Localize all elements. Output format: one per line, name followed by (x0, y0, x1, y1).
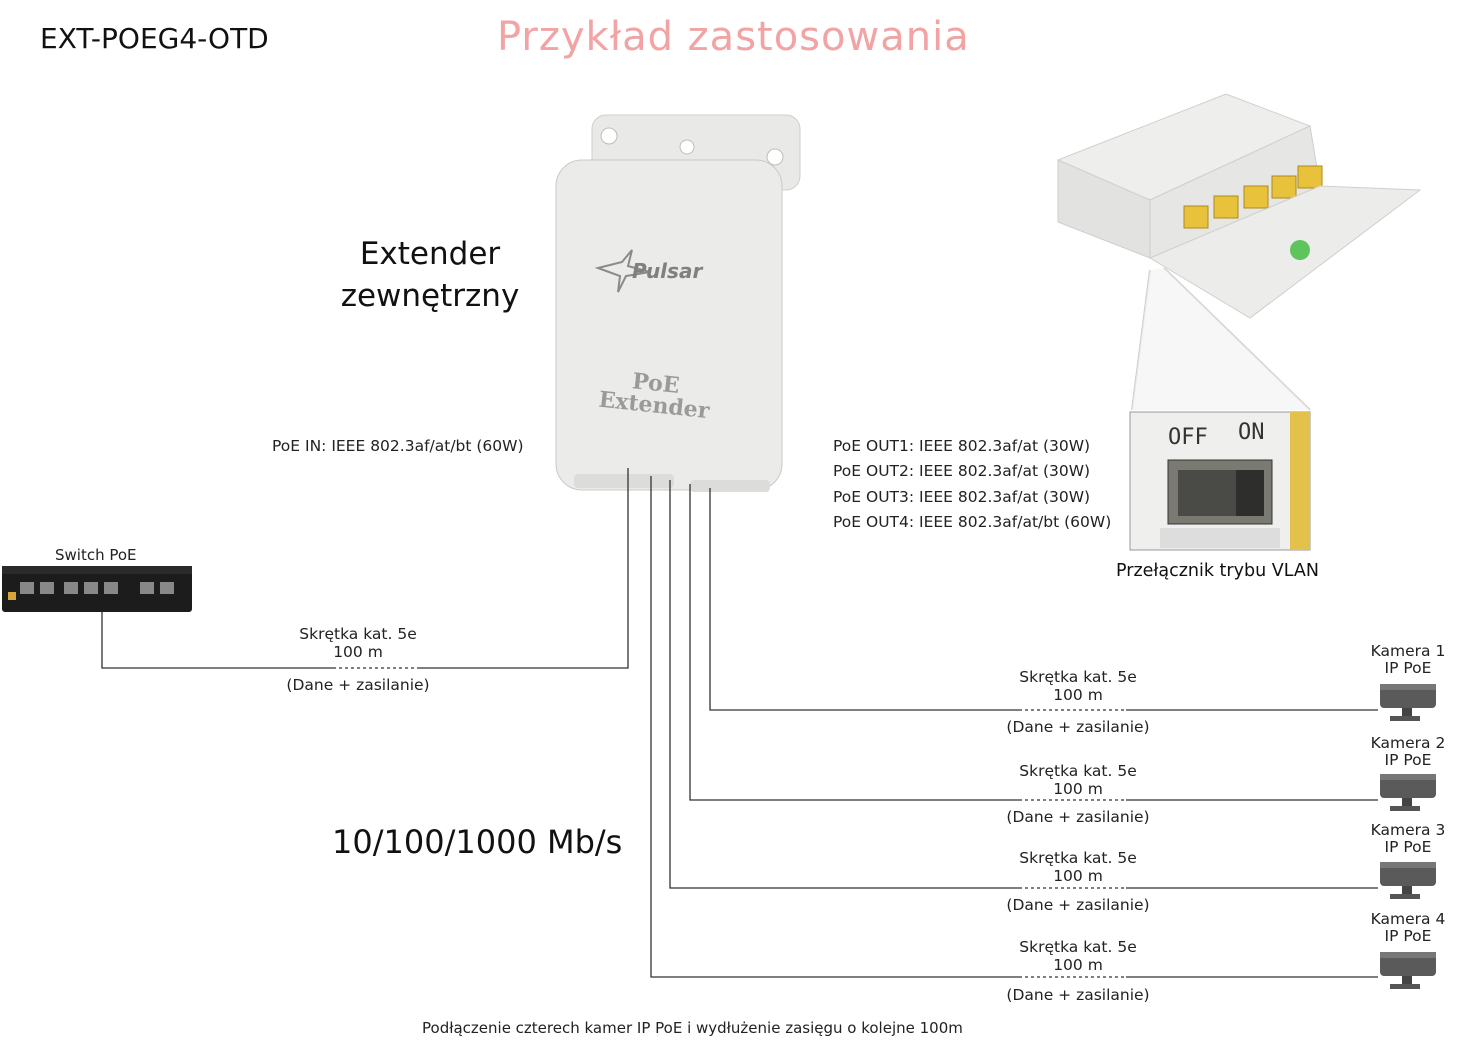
camera-3-label: Kamera 3 IP PoE (1363, 822, 1453, 856)
switch-device (2, 566, 192, 612)
camera-2-type: IP PoE (1384, 751, 1432, 769)
brand-logo: Pulsar (632, 259, 703, 283)
extender-label: Extender zewnętrzny (330, 233, 530, 317)
out3-cable-label: Skrętka kat. 5e 100 m (988, 849, 1168, 885)
camera-1-type: IP PoE (1384, 659, 1432, 677)
input-cable-length: 100 m (333, 643, 383, 661)
poe-out3-spec: PoE OUT3: IEEE 802.3af/at (30W) (833, 488, 1091, 506)
page-title: Przykład zastosowania (497, 14, 970, 60)
out4-cable-length: 100 m (1053, 956, 1103, 974)
camera-1-name: Kamera 1 (1370, 642, 1446, 660)
poe-out4-spec: PoE OUT4: IEEE 802.3af/at/bt (60W) (833, 513, 1112, 531)
camera-1-icon (1380, 684, 1436, 721)
out4-cable-type: Skrętka kat. 5e (1019, 938, 1137, 956)
camera-3-name: Kamera 3 (1370, 821, 1446, 839)
switch-label: Switch PoE (55, 546, 137, 564)
camera-2-icon (1380, 774, 1436, 811)
input-cable-label: Skrętka kat. 5e 100 m (268, 625, 448, 661)
out1-cable-length: 100 m (1053, 686, 1103, 704)
extender-ports-photo (1056, 93, 1422, 411)
wires (101, 468, 1378, 978)
model-name: EXT-POEG4-OTD (40, 22, 269, 55)
out4-cable-label: Skrętka kat. 5e 100 m (988, 938, 1168, 974)
extender-label-line1: Extender (359, 236, 501, 272)
camera-2-name: Kamera 2 (1370, 734, 1446, 752)
out2-cable-length: 100 m (1053, 780, 1103, 798)
camera-4-name: Kamera 4 (1370, 910, 1446, 928)
camera-3-type: IP PoE (1384, 838, 1432, 856)
camera-2-label: Kamera 2 IP PoE (1363, 735, 1453, 769)
poe-in-spec: PoE IN: IEEE 802.3af/at/bt (60W) (272, 437, 524, 455)
input-cable-type: Skrętka kat. 5e (299, 625, 417, 643)
out2-cable-note: (Dane + zasilanie) (1006, 808, 1150, 826)
input-cable-note: (Dane + zasilanie) (286, 676, 430, 694)
out3-cable-length: 100 m (1053, 867, 1103, 885)
vlan-on-label: ON (1238, 420, 1265, 445)
out4-wire (650, 476, 1378, 978)
camera-1-label: Kamera 1 IP PoE (1363, 643, 1453, 677)
input-wire (101, 468, 629, 669)
footer-caption: Podłączenie czterech kamer IP PoE i wydł… (422, 1019, 963, 1037)
out1-cable-label: Skrętka kat. 5e 100 m (988, 668, 1168, 704)
poe-out2-spec: PoE OUT2: IEEE 802.3af/at (30W) (833, 462, 1091, 480)
device-text-poe: PoE (631, 368, 681, 399)
out3-wire (669, 480, 1378, 889)
camera-icons (1380, 684, 1436, 989)
vlan-off-label: OFF (1168, 425, 1208, 450)
camera-4-icon (1380, 952, 1436, 989)
out1-cable-type: Skrętka kat. 5e (1019, 668, 1137, 686)
out2-cable-type: Skrętka kat. 5e (1019, 762, 1137, 780)
camera-3-icon (1380, 862, 1436, 899)
vlan-switch-label: Przełącznik trybu VLAN (1116, 561, 1319, 581)
out3-cable-type: Skrętka kat. 5e (1019, 849, 1137, 867)
out2-wire (689, 484, 1378, 801)
out1-cable-note: (Dane + zasilanie) (1006, 718, 1150, 736)
extender-label-line2: zewnętrzny (340, 278, 520, 314)
dashed-breaks (336, 667, 1126, 978)
poe-out1-spec: PoE OUT1: IEEE 802.3af/at (30W) (833, 437, 1091, 455)
out2-cable-label: Skrętka kat. 5e 100 m (988, 762, 1168, 798)
poe-extender-device: Pulsar PoE Extender (555, 114, 801, 492)
camera-4-label: Kamera 4 IP PoE (1363, 911, 1453, 945)
out4-cable-note: (Dane + zasilanie) (1006, 986, 1150, 1004)
out3-cable-note: (Dane + zasilanie) (1006, 896, 1150, 914)
out1-wire (709, 488, 1378, 711)
speed-label: 10/100/1000 Mb/s (332, 823, 623, 861)
vlan-switch-closeup (1129, 411, 1311, 551)
camera-4-type: IP PoE (1384, 927, 1432, 945)
